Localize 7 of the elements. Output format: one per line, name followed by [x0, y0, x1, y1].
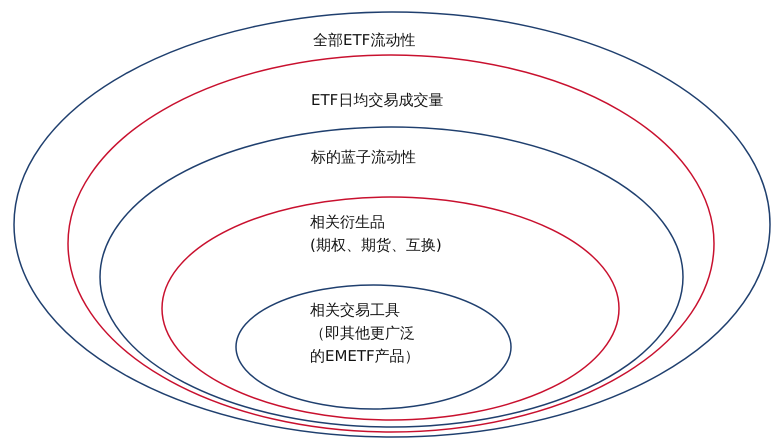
- ellipse-sublabel: (期权、期货、互换): [310, 235, 442, 256]
- ellipse-label: 标的蓝子流动性: [311, 147, 416, 168]
- ellipse-label: 全部ETF流动性: [313, 30, 416, 51]
- ellipse-sublabel: （即其他更广泛的EMETF产品）: [310, 323, 421, 367]
- ellipse-label: 相关衍生品: [310, 212, 385, 233]
- ellipse-label: ETF日均交易成交量: [311, 90, 444, 111]
- ellipse-label: 相关交易工具: [310, 300, 400, 321]
